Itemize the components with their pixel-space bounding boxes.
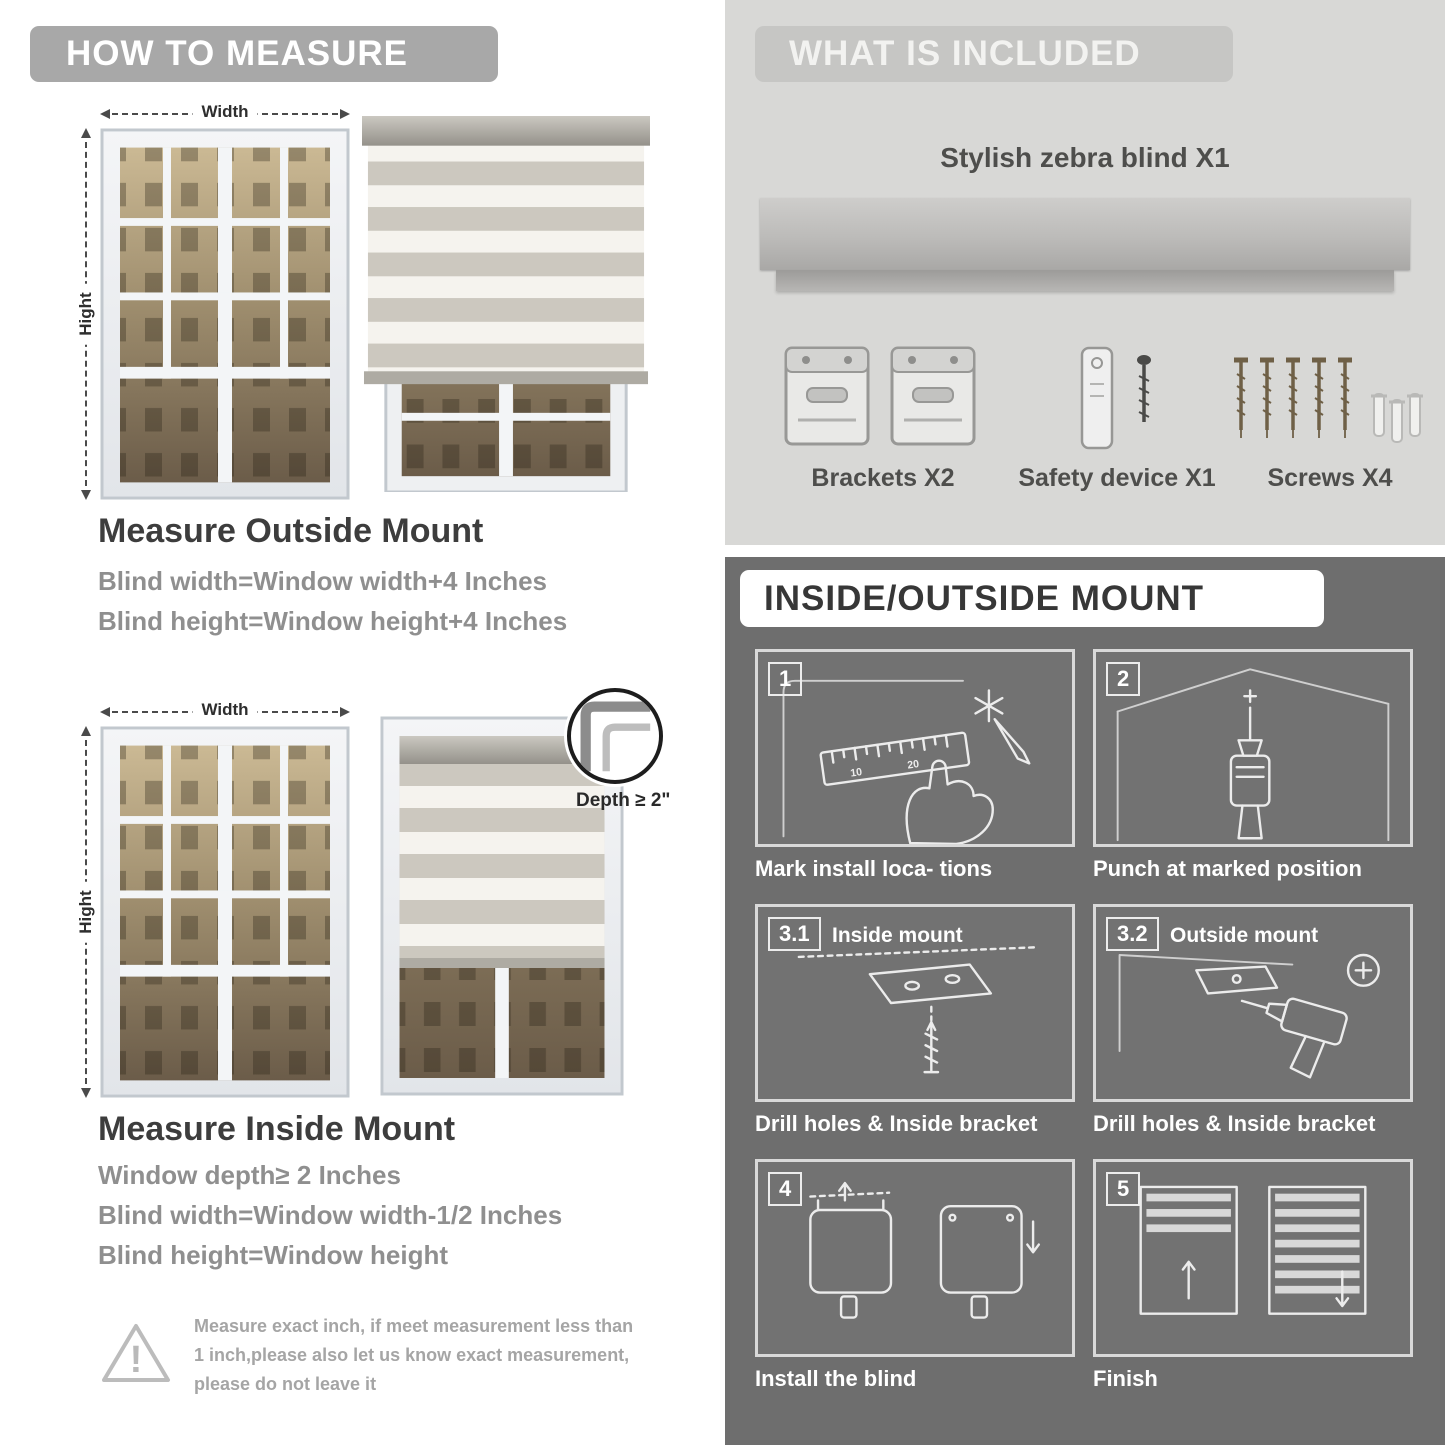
included-item-brackets: Brackets X2: [773, 332, 993, 493]
window-diagram-outside: Width Hight: [72, 100, 350, 500]
warning-text: Measure exact inch, if meet measurement …: [194, 1316, 634, 1394]
step-number-badge: 2: [1106, 662, 1141, 696]
depth-label: Depth ≥ 2": [576, 790, 671, 811]
warning-glyph: !: [130, 1339, 143, 1381]
step-4: 4 I: [755, 1159, 1075, 1392]
svg-text:20: 20: [907, 758, 920, 772]
step31-inside-bracket-sketch: [797, 946, 1037, 1074]
what-is-included-section: WHAT IS INCLUDED Stylish zebra blind X1: [725, 0, 1445, 545]
mount-title: INSIDE/OUTSIDE MOUNT: [764, 578, 1205, 618]
what-is-included-header: WHAT IS INCLUDED: [755, 26, 1233, 82]
step4-install-blind-sketch: [809, 1181, 1041, 1319]
included-item-screws: Screws X4: [1225, 332, 1435, 493]
arrow-right-icon: [340, 707, 350, 717]
height-arrow: Hight: [72, 128, 100, 500]
how-to-measure-title: HOW TO MEASURE: [66, 34, 408, 73]
inside-height-formula: Blind height=Window height: [98, 1240, 448, 1270]
step-3-1: 3.1 Inside mount Dril: [755, 904, 1075, 1137]
step32-outside-bracket-sketch: [1118, 953, 1380, 1079]
height-arrow: Hight: [72, 726, 100, 1098]
brackets-icon: [784, 346, 976, 446]
step2-drill-sketch: [1116, 668, 1390, 842]
what-is-included-title: WHAT IS INCLUDED: [789, 34, 1141, 73]
screws-label: Screws X4: [1267, 464, 1393, 492]
right-column: WHAT IS INCLUDED Stylish zebra blind X1: [725, 0, 1445, 1445]
step-number-badge: 3.2: [1106, 917, 1159, 951]
arrow-right-icon: [340, 109, 350, 119]
width-label: Width: [192, 102, 258, 122]
safety-device-label: Safety device X1: [1018, 464, 1216, 492]
inside-mount-label: Inside mount: [832, 924, 963, 947]
column-divider: [712, 0, 725, 1445]
step-caption: Punch at marked position: [1093, 856, 1362, 881]
height-label: Hight: [76, 283, 96, 345]
inside-depth-formula: Window depth≥ 2 Inches: [98, 1160, 401, 1190]
outside-width-formula: Blind width=Window width+4 Inches: [98, 566, 547, 596]
step-2: 2 Punch at marked position: [1093, 649, 1413, 882]
included-item-safety-device: Safety device X1: [1017, 332, 1217, 493]
inside-mount-title: Measure Inside Mount: [98, 1110, 456, 1148]
height-label: Hight: [76, 881, 96, 943]
step-number-badge: 5: [1106, 1172, 1141, 1206]
zebra-blind-headrail-image: [760, 198, 1410, 291]
screws-icon: [1225, 346, 1425, 444]
measure-warning-note: ! Measure exact inch, if meet measuremen…: [100, 1312, 640, 1398]
zebra-blind-outside-illustration: [362, 116, 650, 494]
how-to-measure-section: HOW TO MEASURE Width Hight: [0, 0, 712, 1445]
step1-mark-locations-sketch: 10 20: [782, 679, 1031, 844]
outside-height-formula: Blind height=Window height+4 Inches: [98, 606, 568, 636]
step-caption: Drill holes & Inside bracket: [1093, 1111, 1376, 1136]
arrow-down-icon: [81, 1088, 91, 1098]
blind-outside-mount-image: [362, 116, 650, 494]
step-caption: Finish: [1093, 1366, 1158, 1391]
window-illustration: [100, 726, 350, 1098]
arrow-down-icon: [81, 490, 91, 500]
step-caption: Install the blind: [755, 1366, 917, 1391]
outside-mount-title: Measure Outside Mount: [98, 512, 484, 550]
depth-callout-circle: [567, 688, 663, 784]
svg-text:10: 10: [850, 766, 863, 780]
outside-mount-label: Outside mount: [1170, 924, 1319, 947]
step-caption: Drill holes & Inside bracket: [755, 1111, 1038, 1136]
step-5: 5: [1093, 1159, 1413, 1392]
step-caption: Mark install loca- tions: [755, 856, 993, 881]
safety-device-icon: [1080, 346, 1151, 450]
product-name: Stylish zebra blind X1: [940, 142, 1230, 173]
corner-zoom-icon: [580, 701, 651, 772]
mount-instructions-section: INSIDE/OUTSIDE MOUNT 1 10 20: [725, 557, 1445, 1445]
width-label: Width: [192, 700, 258, 720]
section-gap: [725, 545, 1445, 557]
warning-icon: !: [102, 1324, 170, 1382]
brackets-label: Brackets X2: [811, 464, 955, 492]
mount-header: INSIDE/OUTSIDE MOUNT: [740, 570, 1324, 627]
width-arrow: Width: [100, 698, 350, 726]
step-number-badge: 1: [768, 662, 803, 696]
blind-inside-mount-image: [380, 716, 624, 1096]
mount-steps-grid: 1 10 20: [755, 649, 1413, 1392]
step-number-badge: 4: [768, 1172, 803, 1206]
step-3-2: 3.2 Outside mount: [1093, 904, 1413, 1137]
step-number-badge: 3.1: [768, 917, 821, 951]
width-arrow: Width: [100, 100, 350, 128]
step-1: 1 10 20: [755, 649, 1075, 882]
zebra-blind-inside-illustration: [380, 716, 624, 1096]
inside-width-formula: Blind width=Window width-1/2 Inches: [98, 1200, 563, 1230]
how-to-measure-header: HOW TO MEASURE: [30, 26, 498, 82]
window-diagram-inside: Width Hight: [72, 698, 350, 1098]
window-illustration: [100, 128, 350, 500]
step5-finish-sketch: [1139, 1185, 1367, 1315]
